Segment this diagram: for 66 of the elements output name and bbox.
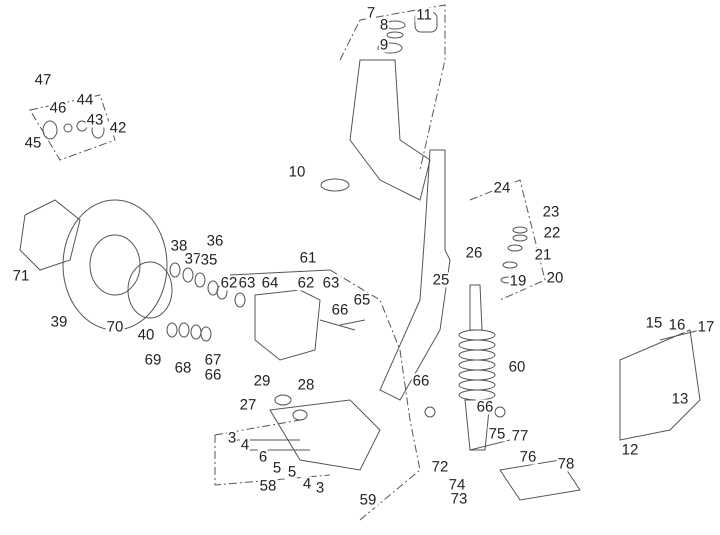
- callout-number: 46: [48, 100, 68, 116]
- callout-number: 29: [252, 374, 272, 388]
- callout-number: 36: [206, 234, 224, 248]
- callout-number: 10: [288, 164, 306, 180]
- callout-number: 4: [240, 438, 250, 452]
- callout-number: 5: [272, 460, 282, 476]
- callout-number: 66: [330, 302, 350, 318]
- callout-number: 25: [432, 272, 450, 288]
- callout-number: 67: [204, 352, 222, 368]
- callout-number: 24: [492, 180, 512, 196]
- callout-number: 21: [534, 248, 552, 262]
- callout-number: 16: [668, 318, 686, 332]
- callout-number: 61: [298, 250, 318, 266]
- callout-number: 7: [366, 6, 376, 20]
- callout-number: 72: [430, 460, 450, 474]
- callout-number: 78: [556, 456, 576, 472]
- callout-number: 74: [448, 478, 466, 492]
- callout-number: 66: [412, 374, 430, 388]
- callout-number: 45: [24, 136, 42, 150]
- callout-number: 66: [476, 400, 494, 414]
- callout-number: 39: [50, 314, 68, 330]
- callout-number: 13: [670, 392, 690, 406]
- callout-number: 66: [204, 368, 222, 382]
- callout-number: 63: [238, 276, 256, 290]
- callout-number: 44: [76, 92, 94, 108]
- callout-number: 28: [296, 378, 316, 392]
- callout-number: 42: [108, 120, 128, 136]
- callout-number: 77: [510, 428, 530, 444]
- callout-number: 4: [302, 476, 312, 492]
- callout-number: 27: [238, 398, 258, 412]
- callout-number: 58: [258, 478, 278, 494]
- callout-number: 43: [86, 112, 104, 128]
- callout-number: 12: [620, 442, 640, 458]
- callout-number: 15: [644, 316, 664, 330]
- callout-number: 69: [144, 352, 162, 368]
- callout-number: 40: [136, 328, 156, 342]
- callout-number: 47: [34, 72, 52, 88]
- callout-number: 76: [518, 450, 538, 464]
- callout-number: 19: [508, 274, 528, 288]
- callout-number: 11: [415, 8, 433, 22]
- callout-number: 75: [488, 426, 506, 442]
- callout-number: 62: [296, 276, 316, 290]
- callout-number: 20: [546, 270, 564, 286]
- callout-number: 62: [220, 276, 238, 290]
- callout-number: 3: [226, 430, 238, 446]
- callout-number: 70: [106, 320, 124, 334]
- callout-number: 17: [696, 320, 716, 334]
- callout-number: 35: [200, 252, 218, 268]
- callout-number: 38: [170, 238, 188, 254]
- callout-number: 65: [352, 292, 372, 308]
- callout-number: 59: [358, 492, 378, 508]
- callout-number: 6: [258, 450, 268, 464]
- callout-number: 63: [322, 276, 340, 290]
- callout-number: 9: [378, 38, 390, 52]
- callout-number: 60: [508, 360, 526, 374]
- callout-number: 37: [184, 252, 202, 266]
- callout-number: 26: [464, 246, 484, 260]
- callout-number: 5: [286, 464, 298, 480]
- callout-number: 22: [542, 226, 562, 240]
- callout-number: 73: [450, 492, 468, 506]
- callout-number: 3: [314, 480, 326, 496]
- callout-number: 8: [378, 18, 390, 32]
- callout-number: 68: [174, 360, 192, 376]
- callout-number: 23: [542, 204, 560, 220]
- callout-number: 71: [12, 268, 30, 284]
- callout-number: 64: [260, 276, 280, 290]
